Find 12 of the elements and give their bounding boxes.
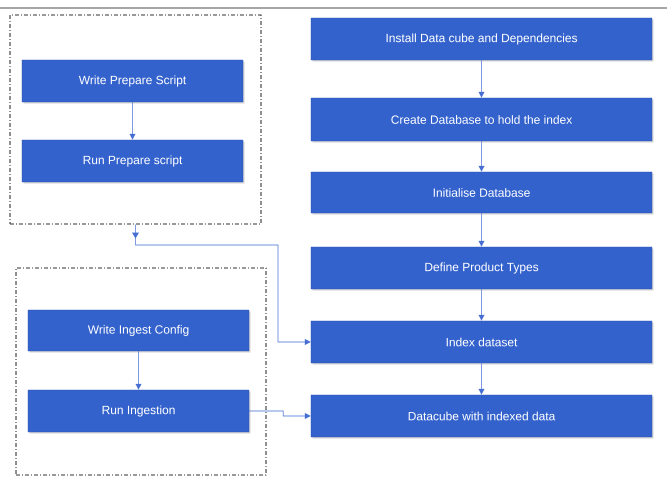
process-box: Create Database to hold the index — [310, 98, 654, 142]
process-box: Write Prepare Script — [22, 60, 244, 104]
process-box: Install Data cube and Dependencies — [310, 18, 654, 62]
dashed-group-box — [15, 267, 267, 476]
process-box: Run Prepare script — [22, 140, 244, 184]
process-box: Datacube with indexed data — [310, 394, 654, 438]
process-box: Define Product Types — [310, 246, 654, 290]
process-box: Write Ingest Config — [28, 310, 250, 352]
process-box: Index dataset — [310, 320, 654, 364]
dashed-group-box — [9, 14, 262, 225]
process-box: Run Ingestion — [28, 390, 250, 434]
process-box: Initialise Database — [310, 172, 654, 214]
